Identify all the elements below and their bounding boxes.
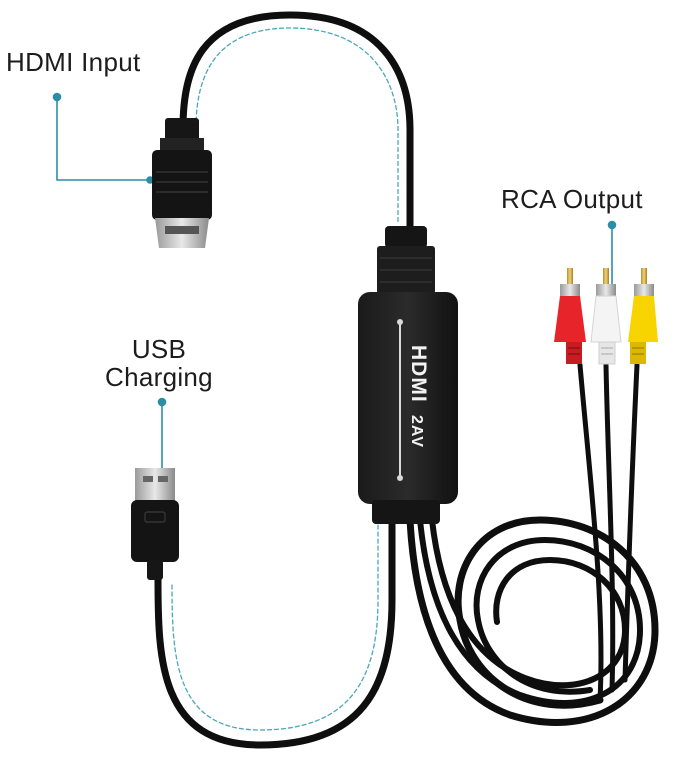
converter-body [358, 292, 458, 504]
usb-label-line2: Charging [105, 362, 213, 392]
rca-red-lead [577, 362, 604, 703]
rca-plugs [554, 268, 658, 365]
converter-brand-subtext: 2AV [408, 415, 425, 448]
rca-yellow-lead [622, 362, 640, 683]
usb-charging-label: USB Charging [84, 335, 234, 391]
callout-lines [52, 92, 617, 500]
hdmi-plug [152, 118, 212, 248]
usb-logo-icon [144, 511, 166, 523]
hdmi-collar [160, 138, 204, 150]
hdmi-cable-dash [195, 27, 399, 223]
usb-body [131, 500, 179, 562]
hdmi-input-label: HDMI Input [6, 47, 141, 77]
rca-red-plug [554, 268, 586, 364]
rca-output-label: RCA Output [501, 184, 643, 214]
hdmi-callout-line [56, 97, 150, 181]
converter-brand-text: HDMI [407, 345, 430, 403]
usb-label-line1: USB [131, 334, 187, 364]
converter-bottom-relief [372, 500, 440, 524]
cables [154, 11, 659, 749]
rca-yellow-plug [628, 268, 658, 364]
rca-cable-coil [406, 516, 659, 726]
rca-white-lead [603, 362, 616, 693]
usb-strain-relief [147, 560, 163, 580]
hdmi-body [152, 150, 212, 220]
converter-top-relief [385, 226, 427, 248]
usb-cable-dash [171, 524, 379, 731]
usb-metal-shell [135, 468, 175, 502]
usb-cable [154, 516, 396, 749]
rca-cable-coil-3 [429, 517, 629, 689]
hdmi-cable [179, 11, 414, 236]
rca-white-plug [590, 268, 622, 365]
converter-box: HDMI 2AV [358, 226, 458, 524]
hdmi-strain-relief [165, 118, 199, 142]
usb-plug [131, 468, 179, 580]
